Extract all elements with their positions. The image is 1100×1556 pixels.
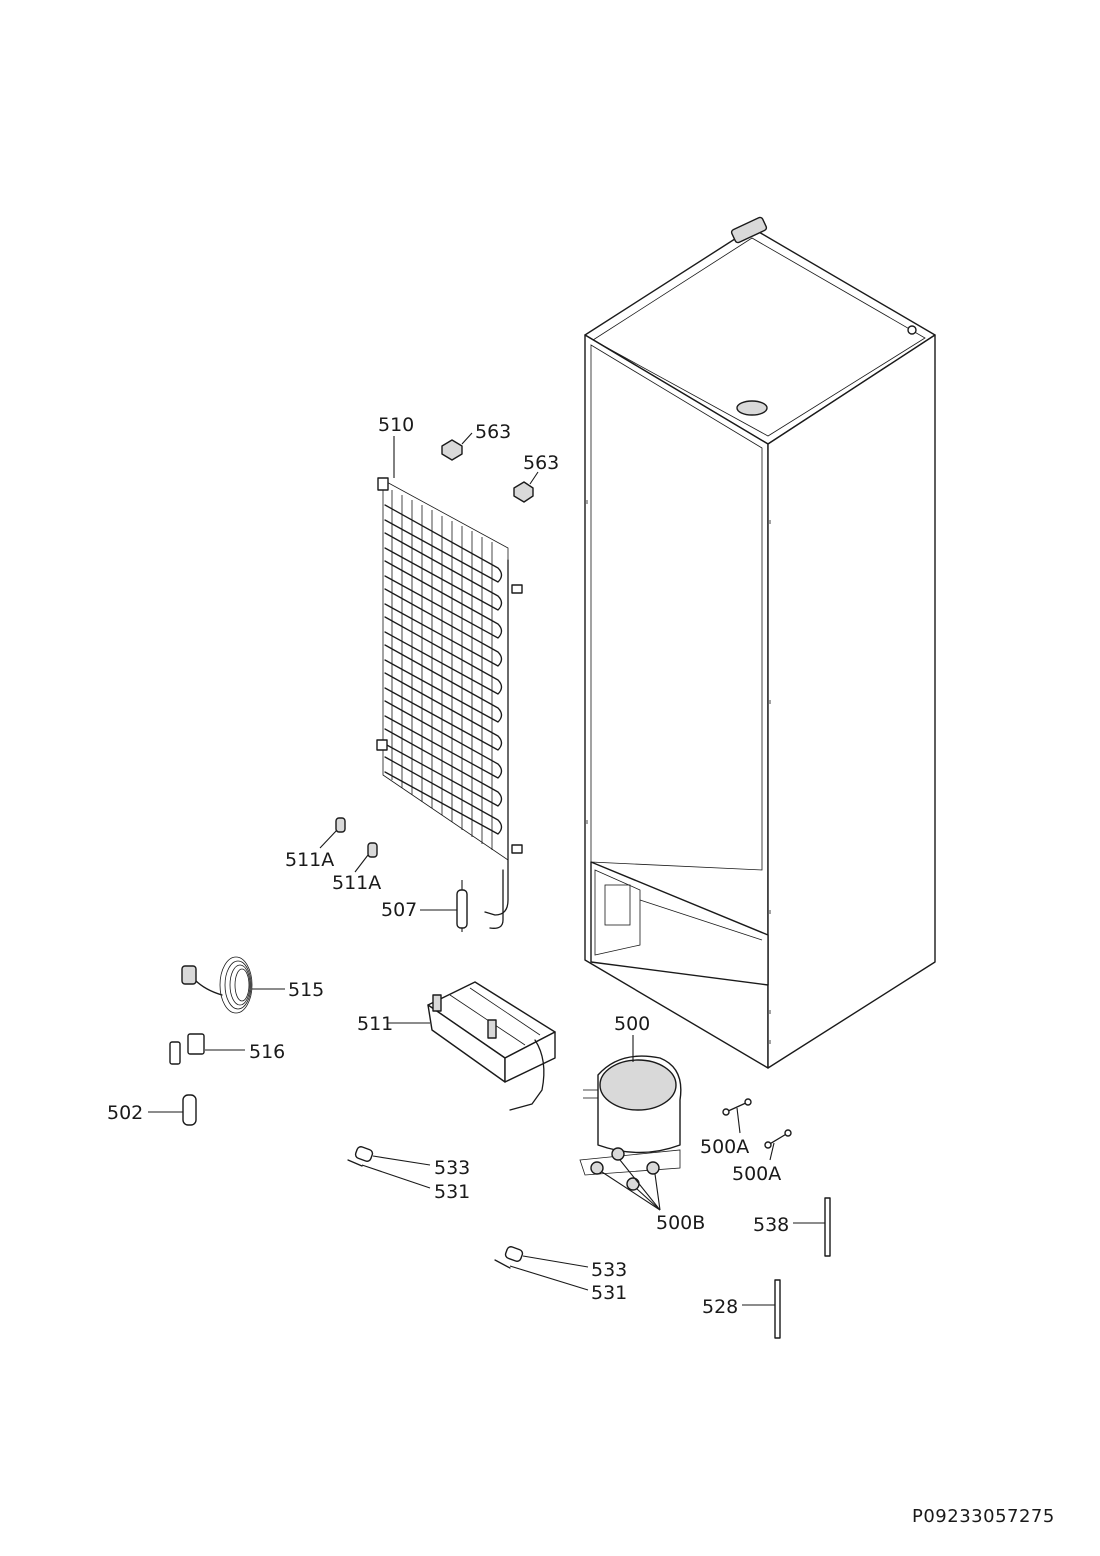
- callout-533-upper: 533: [434, 1157, 470, 1179]
- power-cord-515: [181, 956, 253, 1014]
- relay-516: [169, 1033, 205, 1065]
- callout-500b: 500B: [656, 1212, 705, 1234]
- callout-531-lower: 531: [591, 1282, 627, 1304]
- pipe-531-lower: [494, 1259, 511, 1269]
- sleeve-533-lower: [504, 1246, 524, 1262]
- callout-511: 511: [357, 1013, 393, 1035]
- callout-502: 502: [107, 1102, 143, 1124]
- callout-507: 507: [381, 899, 417, 921]
- grommets-500b: [590, 1147, 660, 1191]
- callout-500a-1: 500A: [700, 1136, 749, 1158]
- part-502: [182, 1094, 197, 1126]
- callout-563-lower: 563: [523, 452, 559, 474]
- cabinet-body: [584, 216, 936, 1069]
- block-563-lower: [513, 481, 534, 503]
- clip-500a-1: [722, 1098, 752, 1116]
- tube-538: [824, 1197, 831, 1257]
- callout-510: 510: [378, 414, 414, 436]
- callout-511a-2: 511A: [332, 872, 381, 894]
- callout-500: 500: [614, 1013, 650, 1035]
- clip-500a-2: [764, 1129, 792, 1149]
- callout-511a-1: 511A: [285, 849, 334, 871]
- block-563-upper: [441, 439, 463, 461]
- drip-tray-511: [427, 981, 556, 1111]
- callout-563-upper: 563: [475, 421, 511, 443]
- callout-538: 538: [753, 1214, 789, 1236]
- grommet-511a-2: [367, 842, 378, 858]
- filter-drier-507: [456, 880, 468, 932]
- callout-531-upper: 531: [434, 1181, 470, 1203]
- compressor-500: [579, 1055, 682, 1176]
- callout-500a-2: 500A: [732, 1163, 781, 1185]
- callout-516: 516: [249, 1041, 285, 1063]
- pipe-531-upper: [347, 1159, 363, 1167]
- callout-515: 515: [288, 979, 324, 1001]
- callout-533-lower: 533: [591, 1259, 627, 1281]
- callout-528: 528: [702, 1296, 738, 1318]
- tube-528: [774, 1279, 781, 1339]
- leader-lines: [148, 432, 825, 1306]
- sleeve-533-upper: [354, 1146, 374, 1162]
- document-id: P09233057275: [912, 1506, 1055, 1527]
- grommet-511a-1: [335, 817, 346, 833]
- condenser-510: [376, 477, 523, 929]
